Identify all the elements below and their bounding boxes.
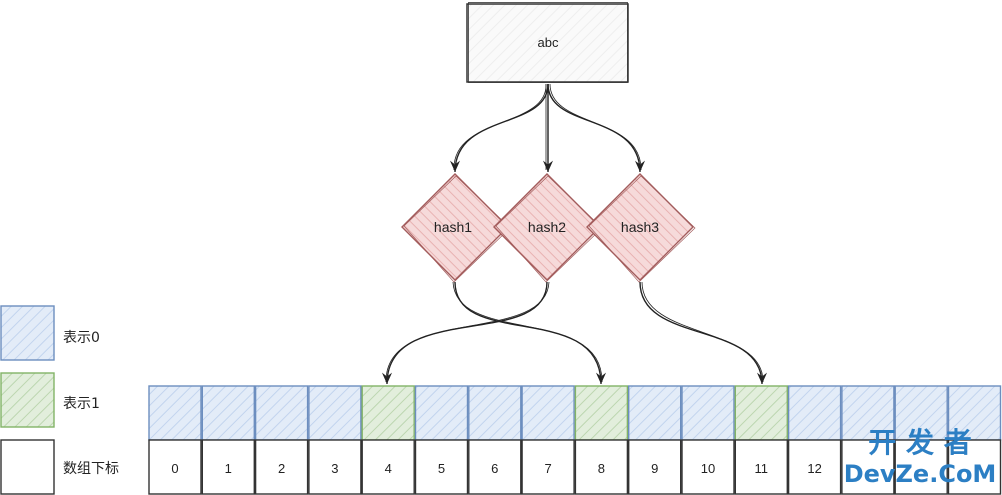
index-label-11: 11 <box>755 461 769 476</box>
index-label-9: 9 <box>651 461 658 476</box>
legend-label-one: 表示1 <box>63 396 100 412</box>
index-cell-9 <box>628 439 682 495</box>
hash2-label: hash2 <box>528 219 566 235</box>
index-label-8: 8 <box>598 461 605 476</box>
index-label-6: 6 <box>491 461 498 476</box>
input-node: abc <box>466 2 629 83</box>
legend: 表示0 表示1 数组下标 <box>0 305 119 495</box>
hash3-label: hash3 <box>621 219 659 235</box>
index-cell-0 <box>148 439 202 495</box>
index-cell-13 <box>841 439 895 495</box>
index-cell-6 <box>468 439 522 495</box>
bit-cell-13 <box>841 385 895 441</box>
index-cell-14 <box>894 439 948 495</box>
hash2-node: hash2 <box>493 173 603 283</box>
index-label-10: 10 <box>701 461 715 476</box>
legend-item-index: 数组下标 <box>0 439 119 495</box>
connector-input-hash1 <box>449 83 549 173</box>
bit-cell-5 <box>414 385 469 441</box>
index-label-12: 12 <box>807 461 821 476</box>
legend-swatch-one <box>0 372 55 428</box>
bit-cell-11 <box>734 385 788 441</box>
index-label-0: 0 <box>171 461 178 476</box>
legend-label-zero: 表示0 <box>63 330 100 346</box>
hash-to-array-connectors <box>381 281 768 385</box>
connector-hash2-bit <box>381 281 548 385</box>
legend-item-one: 表示1 <box>0 372 100 428</box>
input-to-hash-connectors <box>449 83 646 173</box>
index-label-3: 3 <box>331 461 338 476</box>
connector-input-hash3 <box>547 83 646 173</box>
bit-cell-2 <box>254 385 309 441</box>
index-cell-3 <box>308 439 362 495</box>
hash1-node: hash1 <box>401 173 511 283</box>
legend-swatch-index <box>0 439 55 495</box>
index-label-7: 7 <box>544 461 551 476</box>
bit-cell-12 <box>787 385 842 441</box>
index-cell-15 <box>947 439 1002 495</box>
bit-cell-4 <box>361 385 415 441</box>
index-cell-5 <box>414 439 469 495</box>
index-label-1: 1 <box>225 461 232 476</box>
index-cell-10 <box>681 439 735 495</box>
input-node-box <box>466 3 629 83</box>
index-cell-7 <box>521 439 575 495</box>
watermark-bottom-text: DevZe.CoM <box>844 460 997 488</box>
bit-cell-15 <box>947 385 1002 441</box>
bit-cell-7 <box>521 385 575 441</box>
bit-cell-9 <box>628 385 682 441</box>
index-label-2: 2 <box>278 461 285 476</box>
bit-array <box>148 385 1002 441</box>
index-cell-8 <box>574 439 629 495</box>
hash-functions: hash1 hash2 hash3 <box>401 173 696 283</box>
bit-cell-8 <box>574 385 629 441</box>
bit-cell-14 <box>894 385 948 441</box>
hash1-label: hash1 <box>434 219 472 235</box>
index-cell-2 <box>254 439 309 495</box>
hash3-node: hash3 <box>586 173 696 283</box>
bit-cell-0 <box>148 385 202 441</box>
connector-hash3-bit <box>639 281 768 385</box>
index-cell-12 <box>787 439 842 495</box>
connector-hash1-bit <box>454 281 607 385</box>
index-cell-11 <box>734 439 788 495</box>
legend-label-index: 数组下标 <box>63 461 119 477</box>
input-node-label: abc <box>538 35 559 50</box>
bit-cell-3 <box>308 385 362 441</box>
index-cell-4 <box>361 439 415 495</box>
index-label-4: 4 <box>385 461 392 476</box>
watermark-top-text: 开 发 者 <box>868 426 972 459</box>
legend-swatch-zero <box>0 305 55 361</box>
bit-cell-1 <box>201 385 256 441</box>
legend-item-zero: 表示0 <box>0 305 100 361</box>
index-label-5: 5 <box>438 461 445 476</box>
watermark: 开 发 者 DevZe.CoM <box>844 426 997 488</box>
index-cell-1 <box>201 439 256 495</box>
bit-cell-6 <box>468 385 522 441</box>
bit-cell-10 <box>681 385 735 441</box>
